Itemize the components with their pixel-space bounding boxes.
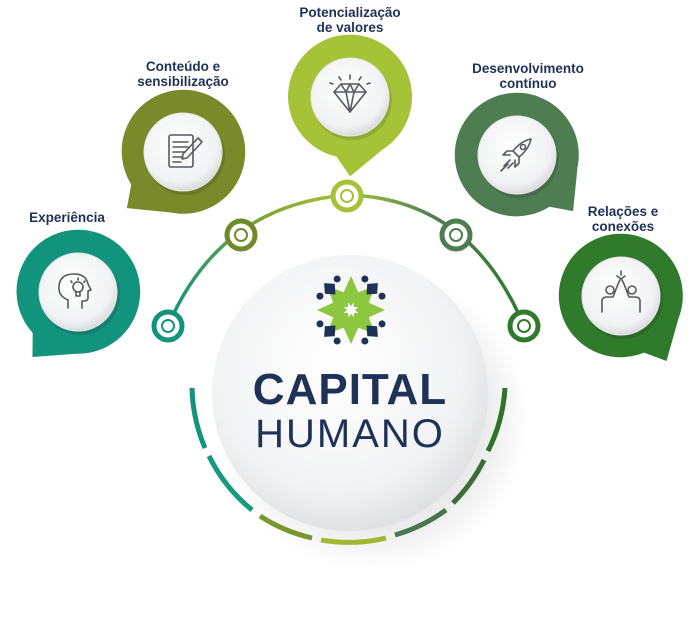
label-line: conexões [591, 219, 655, 234]
label-line: Conteúdo e [145, 59, 221, 74]
label-line: contínuo [499, 76, 557, 91]
logo-navy-diamond [324, 283, 336, 295]
connector-dot-experiencia [161, 319, 175, 333]
logo-dot [333, 275, 341, 283]
logo-dot [378, 292, 386, 300]
logo-dot [361, 337, 369, 345]
label-line: Experiência [29, 210, 105, 225]
center-title-humano: HUMANO [255, 412, 445, 456]
logo-navy-diamond [366, 283, 378, 295]
label-line: de valores [316, 20, 384, 35]
icon-disk-potencializacao [310, 57, 390, 137]
logo-dot [361, 275, 369, 283]
connector-dot-relacoes [517, 319, 531, 333]
node-potencializacao [287, 34, 412, 213]
node-experiencia [16, 229, 185, 358]
nodes-layer [16, 34, 683, 362]
node-desenvolvimento [439, 92, 579, 252]
head-lightbulb-icon [58, 273, 92, 309]
label-line: Desenvolvimento [472, 61, 584, 76]
node-conteudo [121, 89, 258, 252]
icon-disk-relacoes [581, 256, 661, 336]
connector-dot-desenvolvimento [449, 228, 463, 242]
logo-dot [316, 292, 324, 300]
center-title-capital: CAPITAL [252, 365, 448, 414]
label-line: Relações e [587, 204, 659, 219]
connector-dot-conteudo [234, 228, 248, 242]
logo-center [347, 306, 355, 314]
logo-dot [316, 320, 324, 328]
document-pen-icon [168, 134, 203, 168]
logo-dot [333, 337, 341, 345]
connector-dot-potencializacao [340, 189, 354, 203]
logo-dot [378, 320, 386, 328]
logo-navy-diamond [324, 325, 336, 337]
label-line: sensibilização [137, 74, 229, 89]
label-experiencia: Experiência [12, 210, 122, 225]
diamond-icon [329, 74, 371, 113]
center-disk [212, 255, 488, 531]
node-relacoes [507, 233, 683, 362]
high-five-icon [601, 270, 641, 313]
logo-navy-diamond [366, 325, 378, 337]
capital-humano-logo [316, 275, 386, 345]
label-line: Potencialização [299, 5, 401, 20]
rocket-icon [500, 138, 532, 172]
